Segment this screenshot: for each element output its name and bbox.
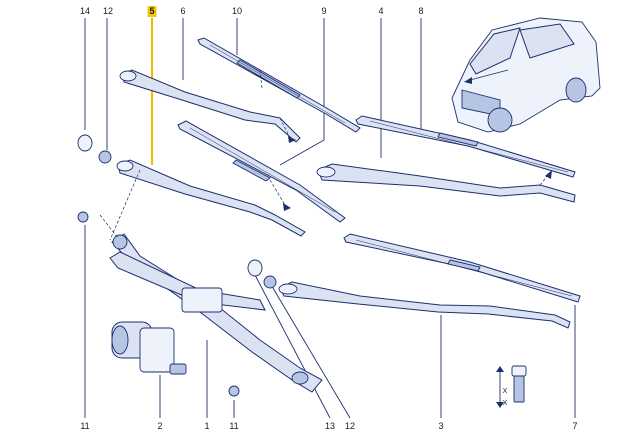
callout-6[interactable]: 6 <box>180 6 186 16</box>
cap-14 <box>77 134 93 152</box>
arm-6-arrow <box>288 136 296 143</box>
arm-6-dash <box>279 117 291 139</box>
leader-12-bottom <box>269 282 351 419</box>
callout-12-top[interactable]: 12 <box>102 6 114 16</box>
callout-2[interactable]: 2 <box>157 421 163 431</box>
callout-1[interactable]: 1 <box>204 421 210 431</box>
wiper-blade-7 <box>343 233 581 303</box>
legend-x-top: X <box>502 388 508 395</box>
blade-9-dash <box>269 179 286 206</box>
fastener-legend <box>496 365 527 408</box>
wiper-arm-6 <box>119 69 301 143</box>
wiper-blade-9 <box>177 120 346 223</box>
wiper-blade-8 <box>355 115 576 178</box>
wiper-arm-3 <box>278 281 571 329</box>
bolt-11-mid <box>228 385 240 397</box>
linkage-dash-left <box>99 214 119 239</box>
blade-9-arrow <box>283 203 291 211</box>
blade-10-dash <box>259 69 263 89</box>
vehicle-illustration <box>451 17 601 133</box>
leader-9 <box>279 18 325 166</box>
legend-x-bottom: X <box>502 400 508 407</box>
cap-13 <box>247 259 263 277</box>
leader-lines <box>84 18 576 419</box>
callout-7[interactable]: 7 <box>572 421 578 431</box>
callout-5-highlighted[interactable]: 5 <box>147 6 157 17</box>
callout-9[interactable]: 9 <box>321 6 327 16</box>
callout-12-bottom[interactable]: 12 <box>344 421 356 431</box>
wiper-linkage-1 <box>109 233 323 393</box>
callout-4[interactable]: 4 <box>378 6 384 16</box>
callout-14[interactable]: 14 <box>79 6 91 16</box>
bolt-11-left <box>77 211 89 223</box>
callout-3[interactable]: 3 <box>438 421 444 431</box>
callout-13[interactable]: 13 <box>324 421 336 431</box>
callout-11-bottom[interactable]: 11 <box>80 421 90 431</box>
nut-12-top <box>98 150 112 164</box>
wiper-motor-2 <box>111 321 187 375</box>
arm-5-dash <box>109 169 141 241</box>
callout-10[interactable]: 10 <box>231 6 243 16</box>
leader-13 <box>254 274 331 419</box>
arm-4-arrow <box>545 170 552 179</box>
callout-11-mid[interactable]: 11 <box>229 421 239 431</box>
callout-8[interactable]: 8 <box>418 6 424 16</box>
wiper-arm-4 <box>316 163 576 203</box>
nut-12-bottom <box>263 275 277 289</box>
wiper-blade-10 <box>197 37 361 133</box>
wiper-arm-5 <box>116 159 306 237</box>
